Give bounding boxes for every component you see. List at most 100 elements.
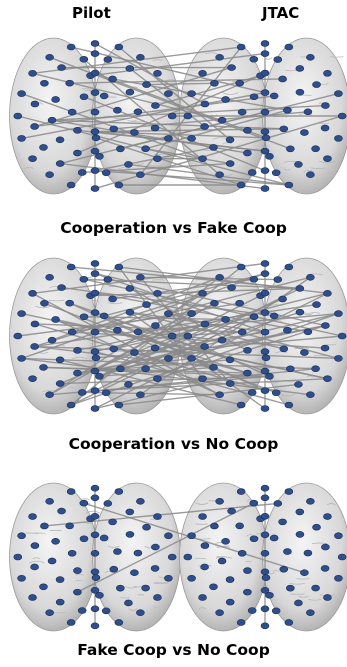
electrode-node [153,594,162,601]
electrode-node [235,522,244,530]
electrode-node [294,381,303,388]
electrode-node [271,169,281,177]
electrode-node [77,389,87,396]
electrode-node [183,332,193,340]
electrode-node [260,50,270,57]
electrodes [13,484,347,630]
electrode-node [271,389,281,397]
electrode-node [236,619,246,626]
electrode-node [136,54,145,61]
electrode-node [57,284,66,291]
electrode-node [109,565,119,573]
electrode-node [261,354,271,362]
electrode-node [260,147,270,155]
electrode-node [90,367,100,375]
electrode-node [337,553,347,561]
electrode-node [217,557,227,565]
electrode-node [295,531,305,538]
electrode-node [312,523,321,531]
electrode-node [198,70,207,77]
electrode-node [51,96,60,103]
electrode-node [55,380,65,387]
electrode-node [90,328,100,336]
electrode-node [167,112,177,120]
electrode-node [269,534,279,542]
electrode-node [109,125,119,133]
electrode-node [99,92,109,100]
electrode-node [323,594,332,601]
electrode-node [278,295,287,303]
electrode-node [150,565,160,572]
electrode-node [249,313,259,321]
connection-line [103,272,266,317]
electrode-node [66,181,76,189]
electrode-node [286,145,295,153]
electrode-node [260,89,270,96]
electrode-node [125,285,135,292]
connection-line [77,502,255,593]
electrode-node [235,79,244,87]
electrode-node [295,88,305,96]
electrode-node [30,123,39,130]
electrode-node [200,123,209,130]
electrode-node [17,574,26,582]
electrode-node [65,299,74,307]
electrode-node [79,535,89,543]
connection-line [94,350,290,406]
electrode-node [141,584,150,592]
pilot-label: Pilot [72,4,111,22]
electrode-node [284,181,294,189]
panel-caption: Cooperation vs Fake Coop [60,219,287,237]
electrode-node [265,373,274,380]
electrode-node [334,90,343,97]
electrode-node [57,507,66,515]
electrode-node [217,336,227,344]
electrode-node [73,127,82,134]
electrode-node [141,365,150,373]
electrode-node [215,609,224,616]
electrode-node [200,563,209,571]
electrode-node [116,145,125,153]
electrode-node [142,301,151,308]
electrode-node [284,401,294,409]
electrode-node [210,299,219,307]
electrode-node [278,75,287,83]
electrode-node [164,574,173,582]
electrode-node [47,116,57,124]
electrode-node [164,355,173,362]
electrode-node [243,567,252,574]
electrode-node [90,605,100,613]
electrode-node [260,531,270,539]
electrode-node [320,124,330,132]
electrode-node [198,594,207,601]
electrode-node [136,609,145,616]
electrode-node [249,535,259,543]
electrode-node [187,310,196,317]
electrode-node [103,276,113,283]
electrode-node [209,144,218,151]
electrode-node [153,375,162,382]
electrode-node [200,542,210,549]
electrode-node [150,124,160,132]
electrode-node [311,584,320,592]
electrode-node [260,512,270,520]
electrode-node [273,56,283,63]
connection-line [94,287,301,392]
electrode-node [30,343,39,350]
electrode-node [30,320,40,328]
connection-line [129,287,248,351]
electrode-node [90,550,100,557]
electrode-node [334,355,343,362]
electrode-node [187,574,196,582]
electrode-node [249,499,259,507]
electrode-node [187,532,196,540]
electrode-node [198,290,207,297]
connection-line [94,130,266,152]
electrode-node [108,295,117,303]
electrode-node [269,312,279,320]
electrode-node [136,391,145,398]
electrode-node [45,54,54,61]
electrode-node [323,290,332,297]
electrode-node [247,607,257,614]
electrode-node [225,576,235,583]
